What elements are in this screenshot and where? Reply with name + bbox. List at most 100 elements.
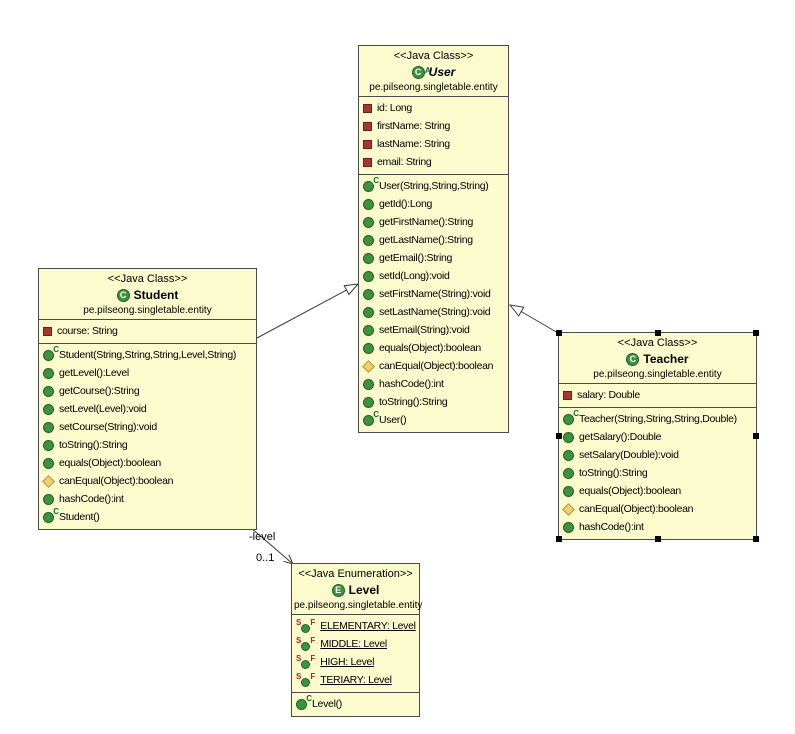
protected-method-icon [42, 474, 55, 488]
method-row[interactable]: setFirstName(String):void [359, 285, 508, 303]
method-row[interactable]: setCourse(String):void [39, 418, 256, 436]
selection-handle-bm[interactable] [654, 536, 661, 542]
method-row[interactable]: equals(Object):boolean [359, 339, 508, 357]
selection-handle-br[interactable] [753, 536, 759, 542]
method-row[interactable]: getLevel():Level [39, 364, 256, 382]
field-row[interactable]: lastName: String [359, 135, 508, 153]
member-label: MIDDLE: Level [320, 638, 387, 650]
public-method-icon [43, 439, 54, 451]
selection-handle-tr[interactable] [753, 330, 759, 336]
field-row[interactable]: course: String [39, 322, 256, 340]
method-row[interactable]: canEqual(Object):boolean [39, 472, 256, 490]
public-method-icon [363, 288, 374, 300]
method-row[interactable]: getFirstName():String [359, 213, 508, 231]
member-label: hashCode():int [59, 493, 124, 505]
selection-handle-bl[interactable] [556, 536, 562, 542]
generalization-student-to-user[interactable] [256, 283, 360, 339]
method-row[interactable]: equals(Object):boolean [559, 482, 756, 500]
member-label: firstName: String [377, 120, 451, 132]
method-row[interactable]: setLevel(Level):void [39, 400, 256, 418]
method-row[interactable]: setSalary(Double):void [559, 446, 756, 464]
method-row[interactable]: toString():String [559, 464, 756, 482]
member-label: equals(Object):boolean [579, 485, 681, 497]
member-label: setId(Long):void [379, 270, 450, 282]
public-method-icon [363, 342, 374, 354]
method-row[interactable]: hashCode():int [359, 375, 508, 393]
association-multiplicity-label[interactable]: 0..1 [256, 552, 275, 564]
public-method-icon [43, 421, 54, 433]
member-label: TERIARY: Level [320, 674, 392, 686]
member-label: getLevel():Level [59, 367, 129, 379]
method-row[interactable]: toString():String [39, 436, 256, 454]
selection-handle-tm[interactable] [654, 330, 661, 336]
member-label: lastName: String [377, 138, 450, 150]
private-field-icon [363, 103, 372, 113]
method-row[interactable]: setLastName(String):void [359, 303, 508, 321]
field-row[interactable]: salary: Double [559, 386, 756, 404]
member-label: Teacher(String,String,String,Double) [579, 413, 737, 425]
method-row[interactable]: getCourse():String [39, 382, 256, 400]
method-row[interactable]: setId(Long):void [359, 267, 508, 285]
class-name: Student [133, 288, 179, 302]
method-row[interactable]: getLastName():String [359, 231, 508, 249]
method-row[interactable]: canEqual(Object):boolean [559, 500, 756, 518]
member-label: getLastName():String [379, 234, 473, 246]
package-label: pe.pilseong.singletable.entity [83, 305, 212, 316]
java-class-icon: C [116, 288, 130, 302]
field-row[interactable]: email: String [359, 153, 508, 171]
method-row[interactable]: toString():String [359, 393, 508, 411]
hollow-triangle-arrowhead [343, 283, 360, 296]
enum-class-icon: E [331, 583, 345, 597]
public-method-icon [363, 378, 374, 390]
member-label: ELEMENTARY: Level [320, 620, 416, 632]
member-label: getFirstName():String [379, 216, 474, 228]
constructor-icon: C [43, 507, 59, 523]
member-label: setLastName(String):void [379, 306, 491, 318]
method-row[interactable]: hashCode():int [559, 518, 756, 536]
association-role-label[interactable]: -level [249, 531, 276, 543]
method-row[interactable]: getSalary():Double [559, 428, 756, 446]
method-row[interactable]: getEmail():String [359, 249, 508, 267]
selection-handle-mr[interactable] [753, 433, 759, 439]
selection-handle-tl[interactable] [556, 330, 562, 336]
member-label: salary: Double [577, 389, 640, 401]
member-label: canEqual(Object):boolean [579, 503, 694, 515]
member-label: setFirstName(String):void [379, 288, 491, 300]
member-label: setLevel(Level):void [59, 403, 147, 415]
method-row[interactable]: hashCode():int [39, 490, 256, 508]
method-row[interactable]: setEmail(String):void [359, 321, 508, 339]
field-row[interactable]: firstName: String [359, 117, 508, 135]
selection-handle-ml[interactable] [556, 433, 562, 439]
fields-compartment: course: String [39, 319, 256, 343]
generalization-teacher-to-user[interactable] [508, 304, 559, 334]
constructor-icon: C [43, 345, 59, 361]
method-row[interactable]: equals(Object):boolean [39, 454, 256, 472]
private-field-icon [363, 157, 372, 167]
protected-method-icon [562, 502, 575, 516]
method-row[interactable]: getId():Long [359, 195, 508, 213]
field-row[interactable]: id: Long [359, 99, 508, 117]
method-row[interactable]: canEqual(Object):boolean [359, 357, 508, 375]
